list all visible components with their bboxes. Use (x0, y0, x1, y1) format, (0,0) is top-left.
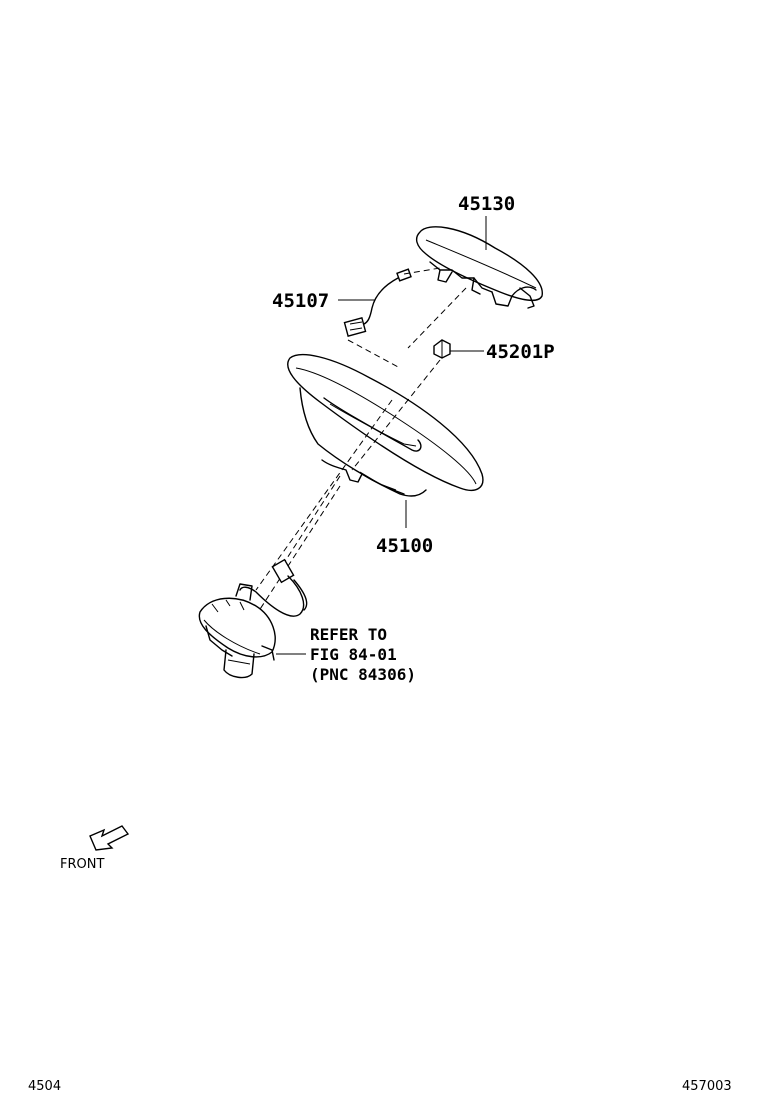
footer-left-code: 4504 (28, 1079, 61, 1094)
refer-line-2: FIG 84-01 (310, 645, 397, 664)
nut-45201P[interactable] (433, 339, 451, 359)
label-45130: 45130 (458, 193, 515, 215)
refer-line-1: REFER TO (310, 625, 387, 644)
footer-right-code: 457003 (682, 1079, 732, 1094)
label-45107: 45107 (272, 290, 329, 312)
front-label: FRONT (60, 857, 104, 872)
front-arrow-icon (89, 825, 130, 851)
horn-pad-45130[interactable] (415, 226, 543, 309)
label-45201P: 45201P (486, 341, 555, 363)
steering-wheel-45100[interactable] (287, 353, 484, 497)
horn-lead-45107[interactable] (343, 268, 412, 337)
refer-line-3: (PNC 84306) (310, 665, 416, 684)
label-45100: 45100 (376, 535, 433, 557)
spiral-cable-assembly[interactable] (198, 558, 308, 679)
